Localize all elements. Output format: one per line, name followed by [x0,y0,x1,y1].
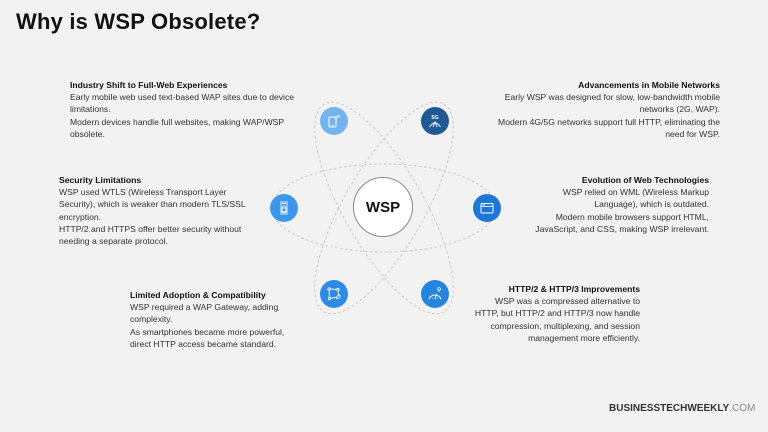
section-heading: Evolution of Web Technologies [581,175,709,185]
wsp-center-node: WSP [353,177,413,237]
section-heading: Security Limitations [59,175,142,185]
section-line: Modern devices handle full websites, mak… [70,116,285,127]
section-heading: HTTP/2 & HTTP/3 Improvements [508,284,640,294]
section-line: complexity. [130,314,173,325]
section-line: WSP used WTLS (Wireless Transport Layer [59,187,227,198]
section-line: WSP required a WAP Gateway, adding [130,302,279,313]
section-line: compression, multiplexing, and session [490,320,640,331]
section-line: HTTP, but HTTP/2 and HTTP/3 now handle [474,308,640,319]
section-heading: Limited Adoption & Compatibility [130,290,266,300]
section-line: Language), which is outdated. [594,199,709,210]
security-node [270,194,298,222]
mobile-networks-section: Advancements in Mobile Networks Early WS… [468,79,720,140]
center-label: WSP [365,198,401,216]
section-line: Early WSP was designed for slow, low-ban… [504,92,720,103]
page-title: Why is WSP Obsolete? [16,9,261,34]
section-line: encryption. [59,211,102,222]
section-line: Modern mobile browsers support HTML, [555,211,709,222]
industry-shift-node [320,107,348,135]
http-improvements-node [421,280,449,308]
section-line: Early mobile web used text-based WAP sit… [70,92,295,103]
section-line: WSP was a compressed alternative to [494,296,640,307]
section-line: WSP relied on WML (Wireless Markup [562,187,709,198]
limited-adoption-section: Limited Adoption & Compatibility WSP req… [130,289,310,350]
web-technologies-section: Evolution of Web Technologies WSP relied… [508,174,709,235]
section-line: Security), which is weaker than modern T… [59,199,246,210]
security-section: Security Limitations WSP used WTLS (Wire… [59,174,269,247]
section-line: management more efficiently. [528,332,640,343]
section-line: limitations. [70,104,111,115]
industry-shift-section: Industry Shift to Full-Web Experiences E… [70,79,320,140]
web-technologies-node [473,194,501,222]
mobile-growth-icon [328,115,340,128]
section-line: networks (2G, WAP). [639,104,720,115]
svg-text:5G: 5G [431,115,438,121]
brand-watermark: BUSINESSTECHWEEKLY.COM [609,403,755,414]
section-line: direct HTTP access became standard. [130,338,276,349]
5g-signal-icon: 5G [429,115,441,128]
section-line: As smartphones became more powerful, [130,326,285,337]
section-line: need for WSP. [665,128,720,139]
brand-name: BUSINESSTECHWEEKLY [609,403,730,414]
gateway-connect-icon [327,287,341,301]
section-line: JavaScript, and CSS, making WSP irreleva… [535,223,709,234]
brand-domain: .COM [729,403,756,414]
speedometer-icon [428,287,442,300]
orbit-diagonal-a [314,101,454,315]
lock-icon [280,201,288,215]
section-heading: Advancements in Mobile Networks [578,80,720,90]
mobile-networks-node: 5G [421,107,449,135]
section-line: needing a separate protocol. [59,236,168,247]
limited-adoption-node [320,280,348,308]
browser-window-icon [480,203,494,214]
section-line: obsolete. [70,128,105,139]
section-heading: Industry Shift to Full-Web Experiences [70,80,228,90]
section-line: Modern 4G/5G networks support full HTTP,… [498,116,720,127]
orbit-diagonal-b [314,101,454,315]
http-improvements-section: HTTP/2 & HTTP/3 Improvements WSP was a c… [460,283,640,344]
section-line: HTTP/2 and HTTPS offer better security w… [59,223,242,234]
